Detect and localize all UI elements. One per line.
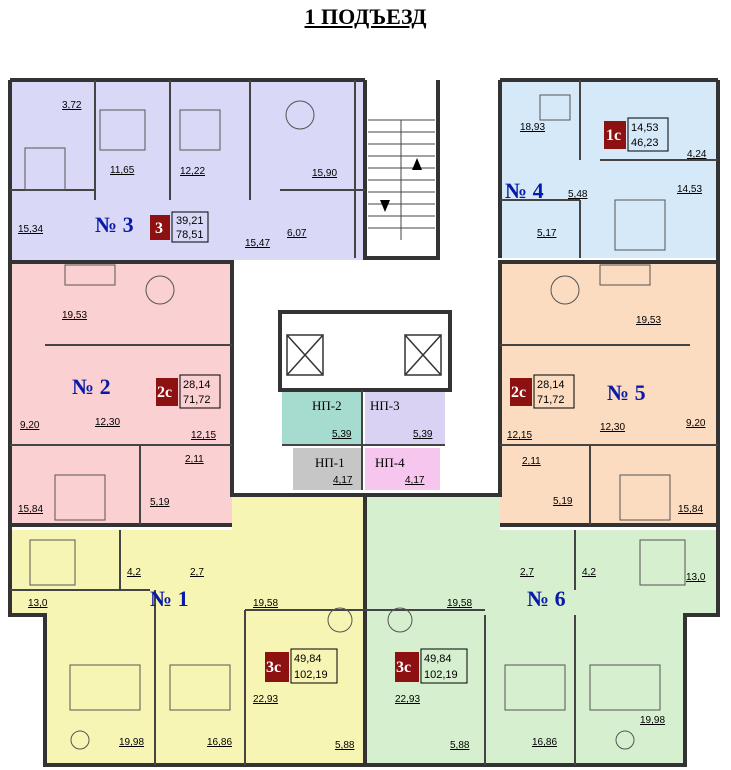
apt3-number: № 3 [95, 212, 134, 237]
apt1-number: № 1 [150, 586, 189, 611]
room-area: 4,24 [687, 149, 707, 160]
room-area: 15,34 [18, 224, 43, 235]
room-area: 15,84 [18, 504, 43, 515]
room-area: 14,53 [677, 184, 702, 195]
room-area: 15,90 [312, 168, 337, 179]
room-area: 15,47 [245, 238, 270, 249]
apt4-number: № 4 [505, 178, 544, 203]
apt5-number: № 5 [607, 380, 646, 405]
svg-text:28,14: 28,14 [183, 379, 211, 391]
room-area: 4,2 [127, 567, 141, 578]
room-area: 15,84 [678, 504, 703, 515]
room-area: 19,53 [636, 315, 661, 326]
apt4-area [500, 80, 718, 258]
svg-text:14,53: 14,53 [631, 122, 659, 134]
room-area: 5,48 [568, 189, 588, 200]
room-area: 12,15 [191, 430, 216, 441]
apt4-badge: 1с 14,53 46,23 [604, 117, 669, 152]
np1-area [293, 448, 361, 490]
apt2-number: № 2 [72, 374, 111, 399]
room-area: 5,17 [537, 228, 557, 239]
room-area: 22,93 [253, 694, 278, 705]
room-area: 12,15 [507, 430, 532, 441]
svg-text:1с: 1с [606, 127, 621, 144]
svg-text:49,84: 49,84 [294, 653, 322, 665]
apt6b-badge: 3с 49,84 102,19 [395, 648, 468, 684]
room-area: 16,86 [207, 737, 232, 748]
room-area: 3,72 [62, 100, 82, 111]
room-area: 6,07 [287, 228, 307, 239]
apt2-badge: 2с 28,14 71,72 [156, 374, 221, 409]
np4-area-value: 4,17 [405, 475, 425, 486]
room-area: 2,11 [185, 454, 204, 465]
room-area: 19,98 [640, 715, 665, 726]
np3-label: НП-3 [370, 398, 400, 413]
apt1-area [10, 495, 365, 765]
np1-label: НП-1 [315, 455, 345, 470]
apt5-area [500, 262, 718, 525]
room-area: 13,0 [686, 572, 706, 583]
room-area: 16,86 [532, 737, 557, 748]
np4-label: НП-4 [375, 455, 405, 470]
svg-text:2с: 2с [511, 384, 526, 401]
apt2-area [10, 262, 232, 525]
svg-text:102,19: 102,19 [424, 669, 458, 681]
room-area: 13,0 [28, 598, 48, 609]
svg-text:39,21: 39,21 [176, 215, 204, 227]
room-area: 19,53 [62, 310, 87, 321]
np1-area-value: 4,17 [333, 475, 353, 486]
apt6-area [365, 495, 718, 765]
room-area: 12,30 [600, 422, 625, 433]
svg-text:102,19: 102,19 [294, 669, 328, 681]
svg-text:3: 3 [155, 220, 163, 237]
np2-area-value: 5,39 [332, 429, 352, 440]
apt1b-badge: 3с 49,84 102,19 [265, 648, 338, 684]
svg-text:49,84: 49,84 [424, 653, 452, 665]
svg-text:71,72: 71,72 [537, 394, 565, 406]
np4-area [365, 448, 440, 490]
room-area: 4,2 [582, 567, 596, 578]
apt3-badge: 3 39,21 78,51 [150, 211, 209, 243]
np2-area [282, 390, 362, 445]
room-area: 12,22 [180, 166, 205, 177]
page-title: 1 ПОДЪЕЗД [304, 4, 427, 29]
room-area: 9,20 [20, 420, 40, 431]
room-area: 5,88 [335, 740, 355, 751]
svg-text:78,51: 78,51 [176, 229, 204, 241]
svg-text:46,23: 46,23 [631, 137, 659, 149]
svg-text:28,14: 28,14 [537, 379, 565, 391]
svg-text:2с: 2с [157, 384, 172, 401]
room-area: 18,93 [520, 122, 545, 133]
room-area: 5,88 [450, 740, 470, 751]
room-area: 11,65 [110, 165, 135, 176]
svg-text:3с: 3с [266, 659, 281, 676]
svg-text:71,72: 71,72 [183, 394, 211, 406]
np3-area-value: 5,39 [413, 429, 433, 440]
apt5-badge: 2с 28,14 71,72 [510, 374, 575, 409]
room-area: 5,19 [150, 497, 170, 508]
room-area: 19,58 [253, 598, 278, 609]
room-area: 2,7 [520, 567, 534, 578]
room-area: 2,11 [522, 456, 541, 467]
svg-text:3с: 3с [396, 659, 411, 676]
room-area: 9,20 [686, 418, 706, 429]
apt6-number: № 6 [527, 586, 566, 611]
room-area: 2,7 [190, 567, 204, 578]
room-area: 19,58 [447, 598, 472, 609]
room-area: 5,19 [553, 496, 573, 507]
room-area: 12,30 [95, 417, 120, 428]
room-area: 22,93 [395, 694, 420, 705]
room-area: 19,98 [119, 737, 144, 748]
apt3-area [10, 80, 365, 260]
np2-label: НП-2 [312, 398, 342, 413]
np3-area [365, 390, 445, 445]
